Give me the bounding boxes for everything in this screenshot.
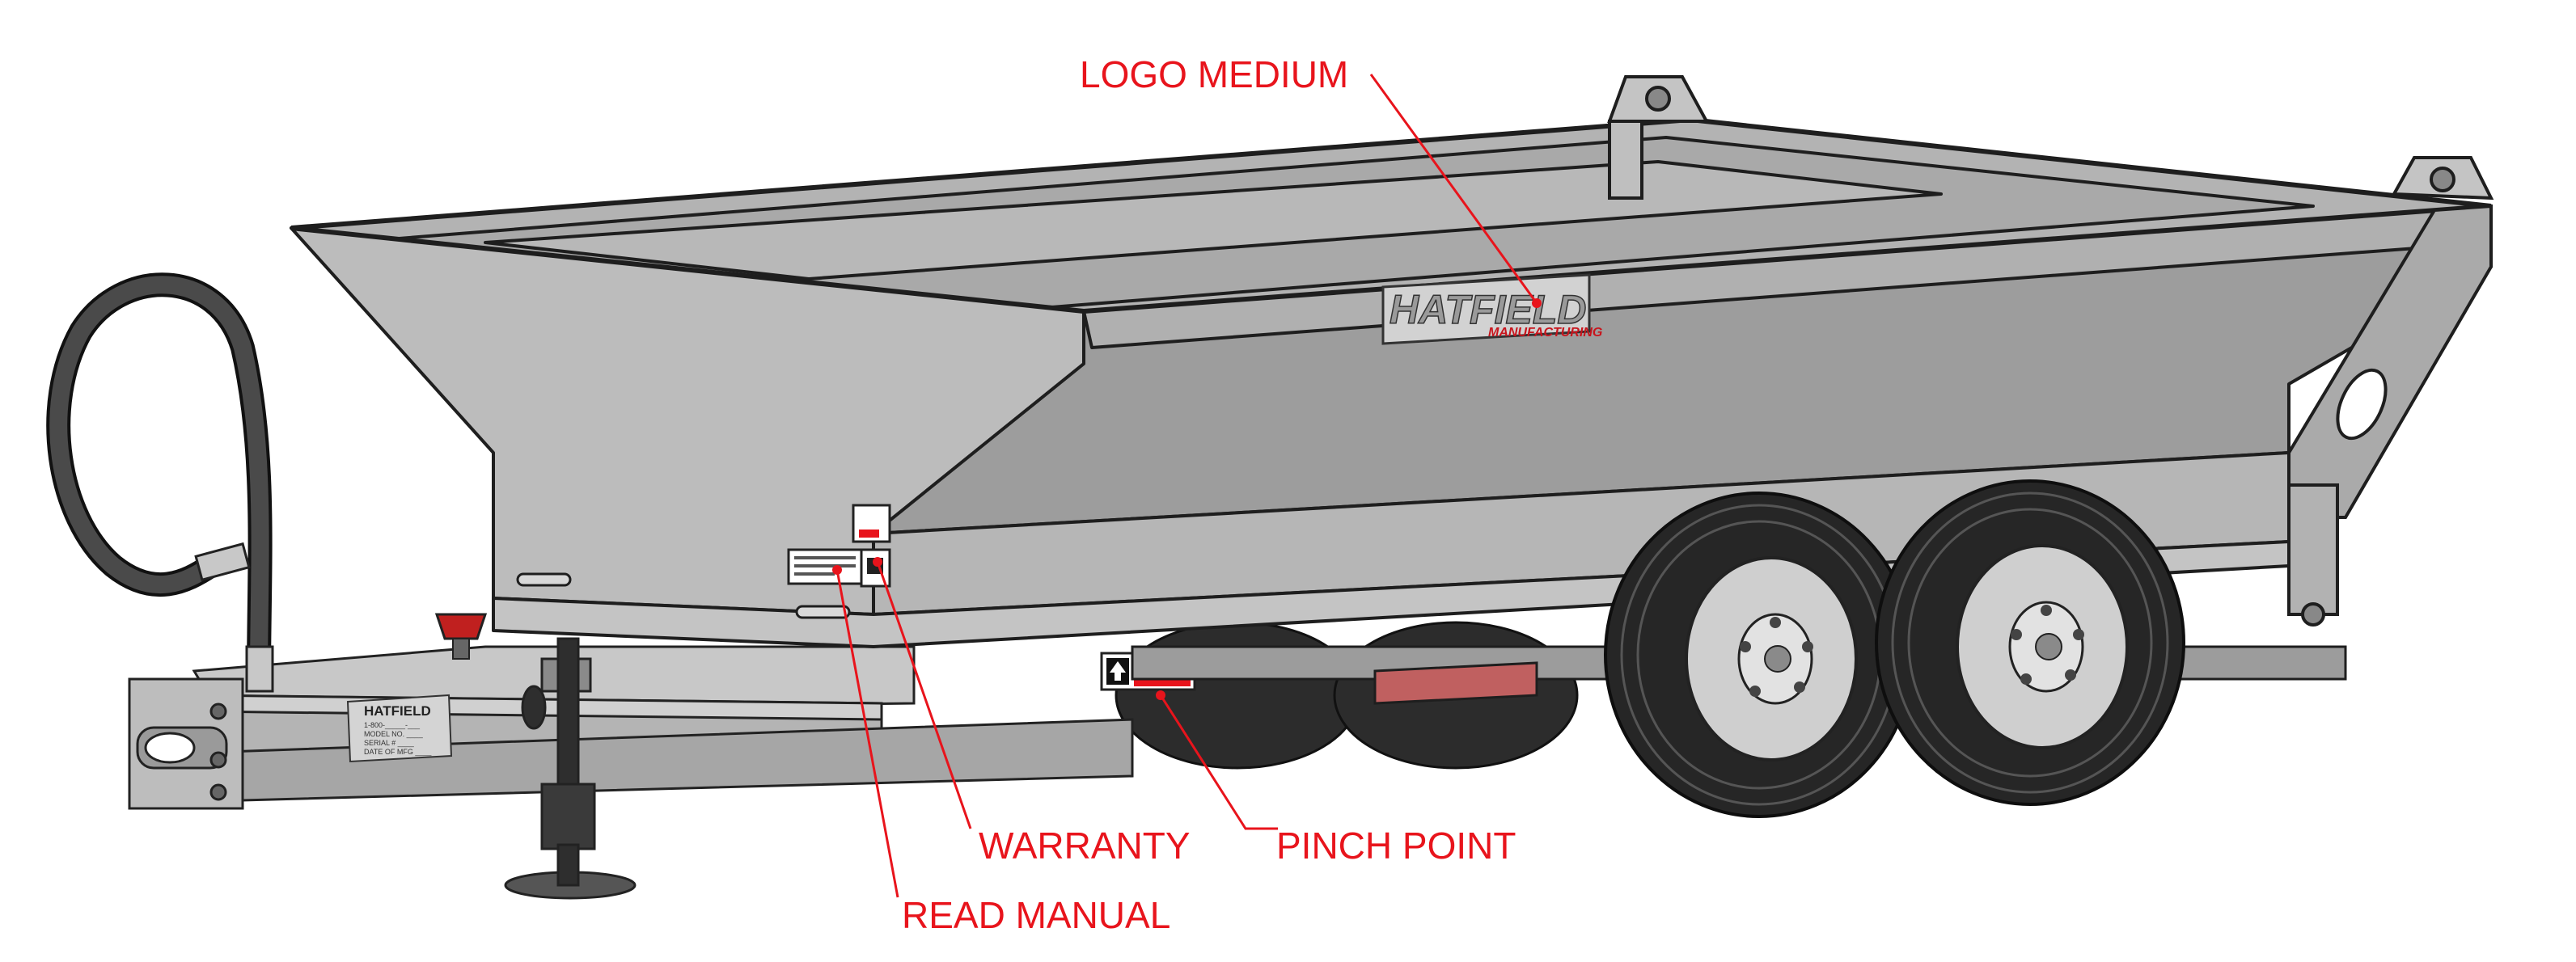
rear-bracket xyxy=(2287,204,2493,627)
logo-brand: HATFIELD xyxy=(1390,287,1586,332)
logo-sub: MANUFACTURING xyxy=(1488,326,1602,340)
callout-warranty-label: WARRANTY xyxy=(979,825,1191,867)
serial-plate-line-1: 1-800-_____-___ xyxy=(364,721,421,729)
serial-plate-line-4: DATE OF MFG ____ xyxy=(364,748,432,756)
callout-pinch-point: PINCH POINT xyxy=(1156,690,1516,867)
callout-warranty: WARRANTY xyxy=(873,557,1191,867)
read-manual-decal xyxy=(787,548,863,585)
serial-plate-brand: HATFIELD xyxy=(364,703,431,719)
wheel-rear xyxy=(1875,479,2185,806)
tongue-frame xyxy=(128,645,1134,810)
callout-logo-medium-label: LOGO MEDIUM xyxy=(1080,53,1348,95)
callout-read-manual-label: READ MANUAL xyxy=(902,894,1170,936)
lifting-lugs xyxy=(1607,75,2494,200)
serial-plate-line-2: MODEL NO. ____ xyxy=(364,730,424,738)
callout-pinch-point-leader xyxy=(1159,694,1278,830)
wheel-front xyxy=(1604,492,1914,818)
callout-logo-medium: LOGO MEDIUM xyxy=(1080,53,1542,308)
callout-read-manual: READ MANUAL xyxy=(832,565,1170,936)
callout-read-manual-leader xyxy=(835,569,899,898)
tongue-jack xyxy=(504,637,637,900)
hydraulic-hose xyxy=(46,272,274,693)
serial-plate: HATFIELD 1-800-_____-___ MODEL NO. ____ … xyxy=(346,694,453,763)
callout-warranty-leader xyxy=(876,561,972,829)
side-handles xyxy=(516,572,851,619)
coupler-cap xyxy=(434,613,488,660)
serial-plate-line-3: SERIAL # ____ xyxy=(364,739,415,747)
callout-logo-medium-leader xyxy=(1369,74,1538,304)
logo-medium-decal: HATFIELD MANUFACTURING xyxy=(1381,273,1602,345)
callout-pinch-point-label: PINCH POINT xyxy=(1276,825,1516,867)
